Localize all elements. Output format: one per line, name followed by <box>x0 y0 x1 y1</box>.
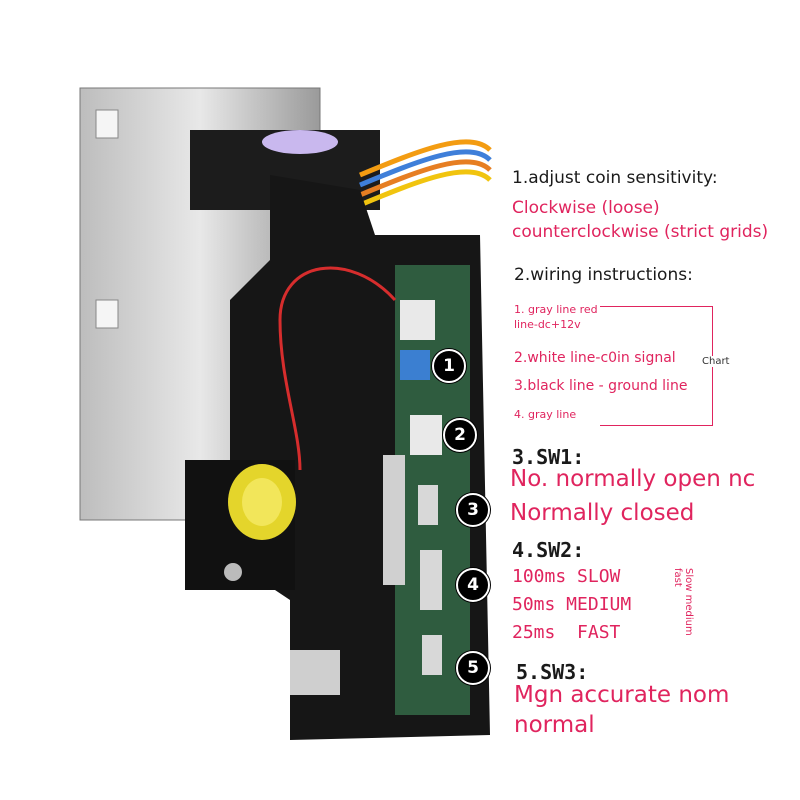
section4-line3: 25ms FAST <box>512 622 621 643</box>
badge-2: 2 <box>443 418 477 452</box>
wiring-item-2: 2.white line-c0in signal <box>514 350 676 366</box>
badge-4: 4 <box>456 568 490 602</box>
wiring-item-3: 3.black line - ground line <box>514 378 688 394</box>
wiring-item-1: 1. gray line red line-dc+12v <box>514 303 598 331</box>
wiring-item-4: 4. gray line <box>514 408 577 421</box>
section4-heading: 4.SW2: <box>512 538 585 562</box>
section3-line2: Normally closed <box>510 500 695 526</box>
wiring-bracket <box>600 306 713 426</box>
section4-side-label: Slow medium fast <box>672 568 694 636</box>
badge-1: 1 <box>432 349 466 383</box>
section1-heading: 1.adjust coin sensitivity: <box>512 168 718 188</box>
section2-heading: 2.wiring instructions: <box>514 265 693 285</box>
section1-line2: counterclockwise (strict grids) <box>512 222 769 242</box>
product-photo <box>79 87 492 740</box>
section4-line1: 100ms SLOW <box>512 566 621 587</box>
section3-heading: 3.SW1: <box>512 445 585 469</box>
section1-line1: Clockwise (loose) <box>512 198 660 218</box>
wiring-side-label: Chart <box>702 356 730 367</box>
section5-heading: 5.SW3: <box>516 660 589 684</box>
badge-5: 5 <box>456 651 490 685</box>
section3-line1: No. normally open nc <box>510 466 756 492</box>
section4-line2: 50ms MEDIUM <box>512 594 632 615</box>
badge-3: 3 <box>456 493 490 527</box>
section5-line2: normal <box>514 712 595 738</box>
section5-line1: Mgn accurate nom <box>514 682 730 708</box>
